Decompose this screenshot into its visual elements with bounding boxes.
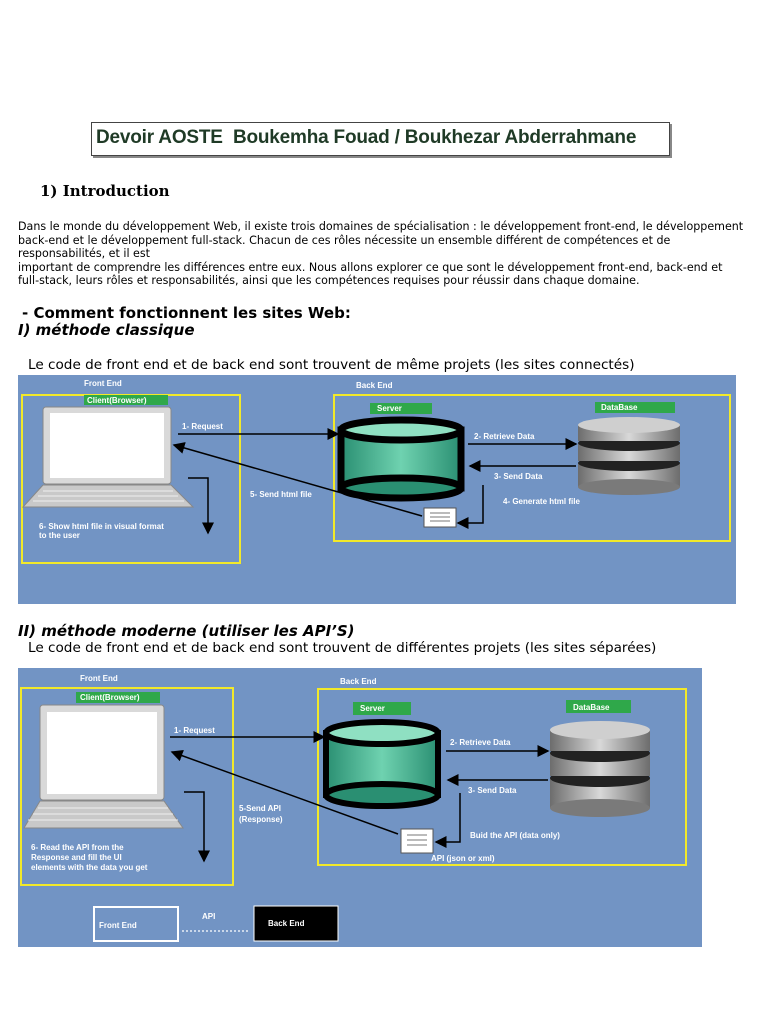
intro-line: back-end et le développement full-stack.… bbox=[18, 233, 671, 247]
database-icon bbox=[550, 721, 650, 817]
title-right: Boukemha Fouad / Boukhezar Abderrahmane bbox=[232, 127, 637, 148]
send-html-label: 5- Send html file bbox=[250, 490, 312, 499]
classic-diagram: Front End Client(Browser) Back End Serve… bbox=[18, 375, 736, 604]
legend-front-label: Front End bbox=[99, 921, 137, 930]
server-label-bg bbox=[370, 403, 432, 414]
front-end-box bbox=[20, 687, 234, 886]
classic-heading: I) méthode classique bbox=[18, 321, 195, 339]
document-title: Devoir AOSTE Boukemha Fouad / Boukhezar … bbox=[96, 127, 636, 149]
server-cylinder-icon bbox=[323, 719, 441, 809]
document-title-box: Devoir AOSTE Boukemha Fouad / Boukhezar … bbox=[91, 122, 670, 156]
retrieve-label: 2- Retrieve Data bbox=[474, 432, 535, 441]
legend-api-label: API bbox=[202, 912, 215, 921]
intro-heading: 1) Introduction bbox=[40, 182, 170, 200]
classic-description: Le code de front end et de back end sont… bbox=[28, 357, 635, 373]
client-label: Client(Browser) bbox=[87, 396, 147, 405]
intro-line: responsabilités, et il est bbox=[18, 247, 151, 261]
legend-front-box bbox=[93, 906, 179, 942]
build-api-arrow bbox=[434, 793, 461, 848]
database-label-bg bbox=[566, 700, 631, 713]
back-end-box bbox=[333, 394, 731, 542]
database-label-bg bbox=[595, 402, 675, 413]
show-arrow bbox=[188, 477, 214, 535]
request-label: 1- Request bbox=[182, 422, 223, 431]
send-api-label-line1: 5-Send API bbox=[239, 804, 281, 813]
back-end-label: Back End bbox=[356, 381, 393, 390]
intro-line: Dans le monde du développement Web, il e… bbox=[18, 220, 744, 233]
intro-line: important de comprendre les différences … bbox=[18, 260, 723, 274]
back-end-label: Back End bbox=[340, 677, 377, 686]
server-label-bg bbox=[353, 702, 411, 715]
database-label: DataBase bbox=[573, 703, 610, 712]
send-data-label: 3- Send Data bbox=[468, 786, 517, 795]
read-api-arrow bbox=[184, 791, 210, 863]
generate-arrow bbox=[456, 485, 484, 529]
read-label-line1: 6- Read the API from the bbox=[31, 843, 124, 852]
front-end-label: Front End bbox=[84, 379, 122, 388]
read-label-line2: Response and fill the UI bbox=[31, 853, 122, 862]
laptop-icon bbox=[23, 704, 184, 829]
title-left: Devoir AOSTE bbox=[96, 127, 223, 148]
api-file-icon bbox=[400, 828, 434, 854]
legend-back-label: Back End bbox=[268, 919, 305, 928]
show-label-line2: to the user bbox=[39, 531, 80, 540]
back-end-box bbox=[317, 688, 687, 866]
front-end-label: Front End bbox=[80, 674, 118, 683]
client-label-bg bbox=[84, 395, 168, 405]
intro-line: full-stack, leurs rôles et responsabilit… bbox=[18, 274, 640, 288]
generate-label: 4- Generate html file bbox=[503, 497, 580, 506]
client-label-bg bbox=[76, 692, 160, 703]
legend-back-box bbox=[253, 905, 339, 942]
intro-paragraph: Dans le monde du développement Web, il e… bbox=[18, 220, 763, 288]
send-api-arrow bbox=[170, 749, 399, 835]
show-label-line1: 6- Show html file in visual format bbox=[39, 522, 164, 531]
api-format-label: API (json or xml) bbox=[431, 854, 495, 863]
send-html-arrow bbox=[172, 442, 423, 517]
send-data-label: 3- Send Data bbox=[494, 472, 543, 481]
moderne-description: Le code de front end et de back end sont… bbox=[28, 640, 657, 656]
modern-diagram: Front End Client(Browser) Back End Serve… bbox=[18, 668, 702, 947]
request-label: 1- Request bbox=[174, 726, 215, 735]
database-label: DataBase bbox=[601, 403, 638, 412]
client-label: Client(Browser) bbox=[80, 693, 140, 702]
comment-heading: - Comment fonctionnent les sites Web: bbox=[22, 304, 351, 322]
server-label: Server bbox=[360, 704, 385, 713]
server-label: Server bbox=[377, 404, 402, 413]
moderne-heading: II) méthode moderne (utiliser les API’S) bbox=[18, 622, 355, 640]
html-file-icon bbox=[423, 507, 457, 528]
build-api-label: Buid the API (data only) bbox=[470, 831, 560, 840]
database-icon bbox=[578, 417, 680, 495]
server-cylinder-icon bbox=[337, 416, 465, 502]
retrieve-label: 2- Retrieve Data bbox=[450, 738, 511, 747]
laptop-icon bbox=[21, 406, 195, 508]
read-label-line3: elements with the data you get bbox=[31, 863, 148, 872]
send-api-label-line2: (Response) bbox=[239, 815, 283, 824]
